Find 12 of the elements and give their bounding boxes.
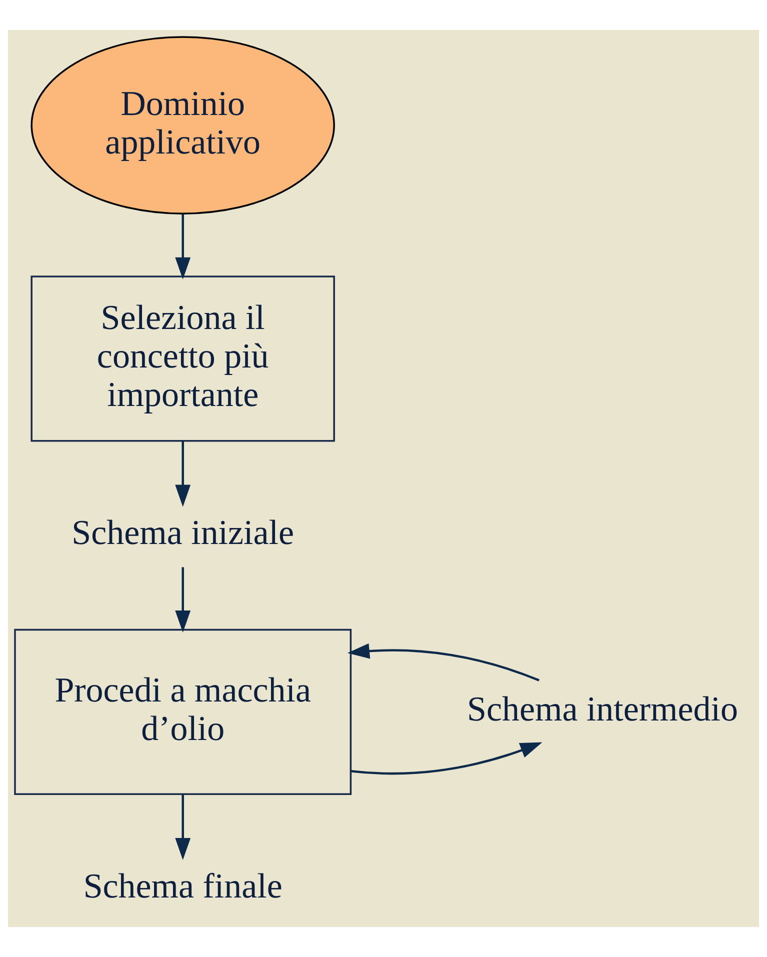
node-text: Schema iniziale xyxy=(72,513,294,552)
arrow xyxy=(175,214,191,280)
node-ellipse: Dominio applicativo xyxy=(30,36,335,214)
arrow xyxy=(350,742,542,775)
node-text: Schema finale xyxy=(83,866,282,906)
arrow xyxy=(347,643,540,682)
node-box: Seleziona il concetto più importante xyxy=(30,276,335,442)
arrow xyxy=(175,794,191,860)
arrow xyxy=(175,567,191,632)
node-box: Procedi a macchia d’olio xyxy=(14,628,352,795)
node-text: Schema intermedio xyxy=(467,690,738,729)
arrow xyxy=(175,440,191,507)
